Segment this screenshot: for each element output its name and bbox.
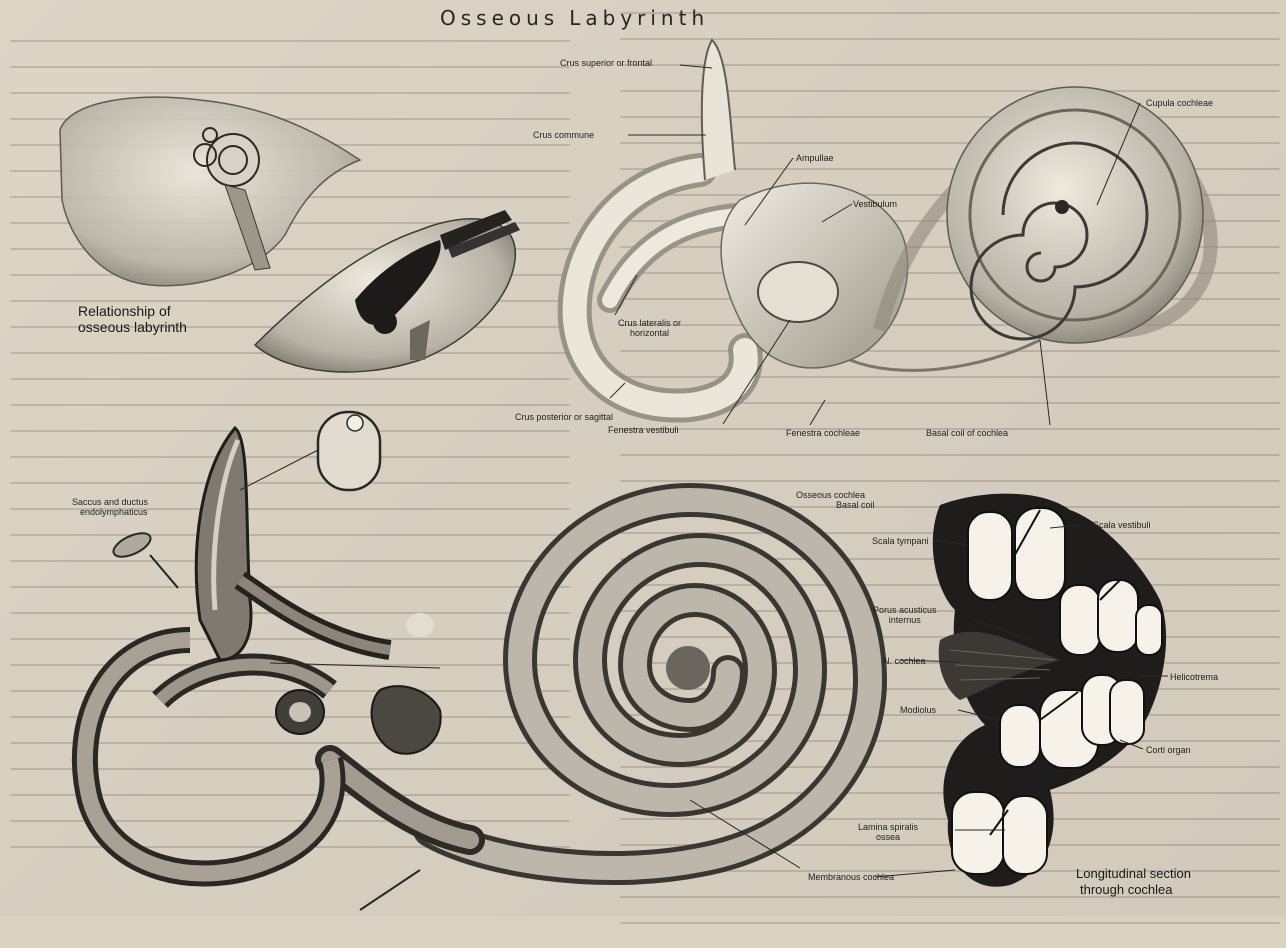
label-osseous-cochlea: Osseous cochlea Basal coil	[796, 490, 875, 510]
label-crus-commune: Crus commune	[533, 130, 594, 140]
label-crus-posterior: Crus posterior or sagittal	[515, 412, 613, 422]
label-crus-superior: Crus superior or frontal	[560, 58, 652, 68]
label-porus-acusticus: Porus acusticus internus	[873, 605, 937, 625]
label-saccus-line2: endolymphaticus	[72, 507, 148, 517]
longitudinal-caption-line2: through cochlea	[1076, 882, 1191, 898]
label-osseous-cochlea-line1: Osseous cochlea	[796, 490, 875, 500]
label-porus-line2: internus	[873, 615, 937, 625]
label-ampullae: Ampullae	[796, 153, 834, 163]
label-cupula-cochleae: Cupula cochleae	[1146, 98, 1213, 108]
relationship-caption-line2: osseous labyrinth	[78, 319, 187, 335]
label-n-cochlea: N. cochlea	[883, 656, 926, 666]
label-crus-lateralis-line2: horizontal	[618, 328, 681, 338]
label-osseous-cochlea-line2: Basal coil	[796, 500, 875, 510]
label-lamina-spiralis: Lamina spiralis ossea	[858, 822, 918, 842]
label-fenestra-vestibuli: Fenestra vestibuli	[608, 425, 679, 435]
cochlea-longitudinal-section	[933, 494, 1166, 887]
label-crus-lateralis-line1: Crus lateralis or	[618, 318, 681, 328]
label-corti-organ: Corti organ	[1146, 745, 1191, 755]
label-membranous-cochlea: Membranous cochlea	[808, 872, 894, 882]
longitudinal-caption-line1: Longitudinal section	[1076, 866, 1191, 882]
osseous-labyrinth-canals	[575, 40, 1211, 406]
label-scala-tympani: Scala tympani	[872, 536, 929, 546]
label-saccus-line1: Saccus and ductus	[72, 497, 148, 507]
illustration	[0, 0, 1286, 916]
label-fenestra-cochleae: Fenestra cochleae	[786, 428, 860, 438]
relationship-caption: Relationship of osseous labyrinth	[78, 303, 187, 335]
label-basal-coil: Basal coil of cochlea	[926, 428, 1008, 438]
relationship-caption-line1: Relationship of	[78, 303, 187, 319]
label-lamina-line1: Lamina spiralis	[858, 822, 918, 832]
membranous-labyrinth	[85, 412, 870, 910]
label-crus-lateralis: Crus lateralis or horizontal	[618, 318, 681, 338]
label-modiolus: Modiolus	[900, 705, 936, 715]
label-porus-line1: Porus acusticus	[873, 605, 937, 615]
label-scala-vestibuli: Scala vestibuli	[1093, 520, 1151, 530]
longitudinal-caption: Longitudinal section through cochlea	[1076, 866, 1191, 898]
label-vestibulum: Vestibulum	[853, 199, 897, 209]
label-saccus-ductus: Saccus and ductus endolymphaticus	[72, 497, 148, 517]
label-lamina-line2: ossea	[858, 832, 918, 842]
label-helicotrema: Helicotrema	[1170, 672, 1218, 682]
